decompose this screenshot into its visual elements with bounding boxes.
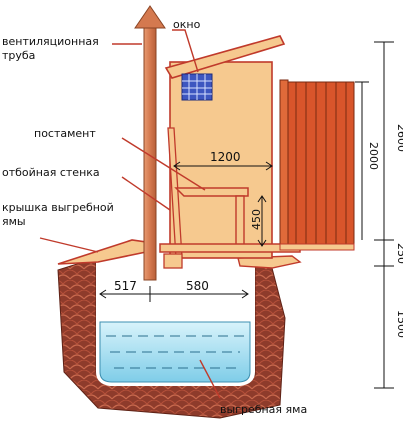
label-pit-lid-line1: крышка выгребной [2, 201, 114, 214]
dim-pit-depth: 1500 [395, 310, 403, 338]
pedestal-top [174, 187, 249, 197]
label-strike-wall: отбойная стенка [2, 166, 100, 179]
label-vent-pipe-line2: труба [2, 49, 35, 62]
dim-pit-left: 517 [114, 279, 137, 293]
toilet-booth [159, 35, 355, 269]
floor [159, 243, 301, 253]
window [181, 73, 213, 101]
roof [164, 35, 286, 79]
dim-wall-height: 2000 [367, 142, 380, 170]
dim-pit-right: 580 [186, 279, 209, 293]
pedestal-front [235, 195, 245, 247]
dim-base-height: 250 [395, 243, 403, 264]
dimension-lines [99, 41, 394, 389]
dim-seat-height: 450 [250, 209, 263, 230]
label-cesspit: выгребная яма [220, 403, 307, 416]
door-planks [279, 79, 355, 251]
callout-lines [39, 29, 221, 399]
dim-width: 1200 [210, 150, 241, 164]
vent-pipe-cap [134, 5, 166, 29]
water-dash-lines [106, 335, 244, 369]
dim-booth-height: 2600 [395, 124, 403, 152]
label-window: окно [173, 18, 201, 31]
pipe-base-block [163, 253, 183, 269]
cesspit [57, 239, 302, 419]
label-vent-pipe-line1: вентиляционная [2, 35, 99, 48]
vent-pipe [134, 5, 166, 281]
pit-lid [57, 239, 147, 265]
label-pedestal: постамент [34, 127, 96, 140]
pit-lid-right [237, 255, 302, 269]
label-pit-lid-line2: ямы [2, 215, 26, 228]
